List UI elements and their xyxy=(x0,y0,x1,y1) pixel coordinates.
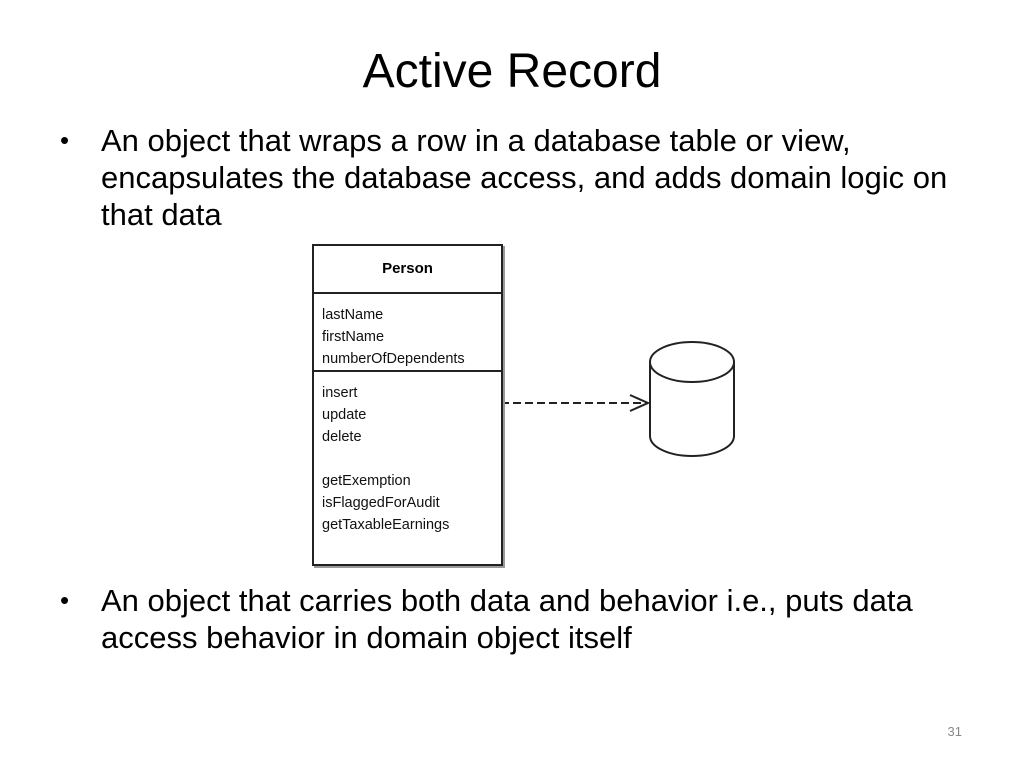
bullet-marker: • xyxy=(60,125,70,155)
database-cylinder-icon xyxy=(649,341,735,457)
uml-attribute: lastName xyxy=(322,307,384,323)
uml-attribute: firstName xyxy=(322,329,385,345)
uml-method: getTaxableEarnings xyxy=(322,517,450,533)
bullet-item-2: • An object that carries both data and b… xyxy=(60,582,960,656)
uml-method: getExemption xyxy=(322,473,411,489)
uml-method: delete xyxy=(322,429,362,445)
bullet-item-1: • An object that wraps a row in a databa… xyxy=(60,122,960,233)
uml-class-name: Person xyxy=(314,246,501,294)
slide-title: Active Record xyxy=(362,45,662,98)
uml-method-gap xyxy=(322,448,501,470)
bullet-text-1: An object that wraps a row in a database… xyxy=(101,123,948,232)
uml-method: update xyxy=(322,407,367,423)
diagram-connector xyxy=(501,341,735,457)
arrowhead-icon xyxy=(629,394,651,412)
uml-class-box: Person lastName firstName numberOfDepend… xyxy=(312,244,503,566)
page-number: 31 xyxy=(947,724,962,739)
bullet-marker: • xyxy=(60,585,70,615)
active-record-diagram: Person lastName firstName numberOfDepend… xyxy=(300,240,760,570)
uml-attribute: numberOfDependents xyxy=(322,351,465,367)
uml-method: isFlaggedForAudit xyxy=(322,495,440,511)
uml-attributes: lastName firstName numberOfDependents xyxy=(314,294,501,372)
uml-method: insert xyxy=(322,385,358,401)
uml-methods: insert update delete getExemption isFlag… xyxy=(314,372,501,536)
bullet-text-2: An object that carries both data and beh… xyxy=(101,583,913,655)
